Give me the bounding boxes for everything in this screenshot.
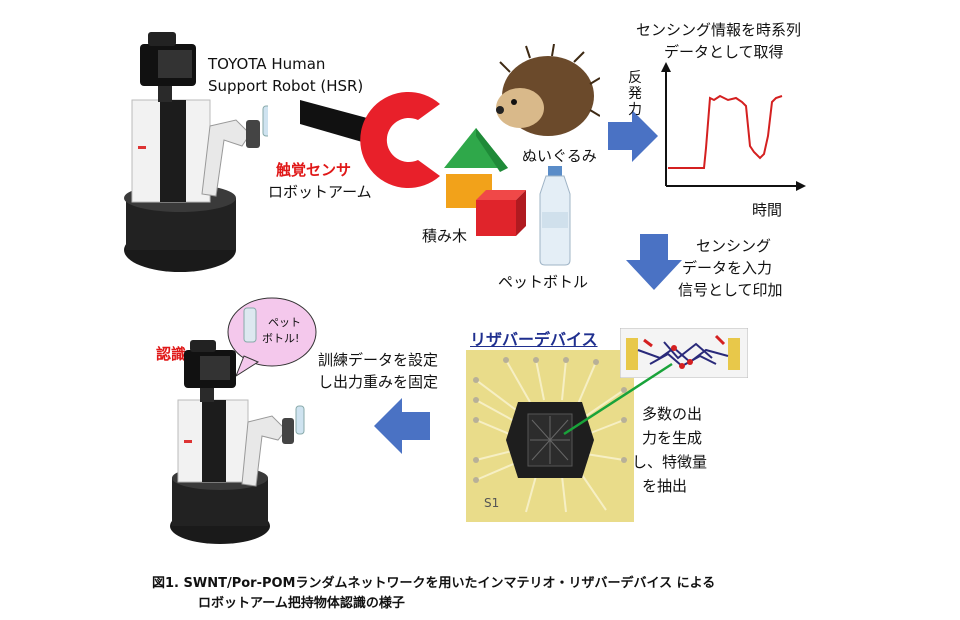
caption-line2: ロボットアーム把持物体認識の様子 <box>198 596 405 611</box>
robot-arm-label: ロボットアーム <box>268 183 372 201</box>
hsr-robot-bottom <box>170 340 305 544</box>
tactile-sensor-gripper <box>300 92 440 188</box>
toy-blocks-icon <box>444 128 526 236</box>
input-step-line3: 信号として印加 <box>678 281 783 299</box>
timeseries-plot <box>661 62 806 191</box>
arrow-left-icon <box>374 398 430 454</box>
bubble-line2: ボトル! <box>262 332 300 345</box>
speech-bubble <box>227 297 317 378</box>
reservoir-chip-board <box>466 350 634 522</box>
recognition-label: 認識 <box>156 345 187 363</box>
training-line2: し出力重みを固定 <box>318 373 439 391</box>
input-step-line1: センシング <box>696 237 772 255</box>
timeseries-xlabel: 時間 <box>752 201 783 219</box>
arrow-down-icon <box>626 234 682 290</box>
connector-line <box>563 362 673 436</box>
bubble-line1: ペット <box>268 316 301 329</box>
timeseries-title-line1: センシング情報を時系列 <box>636 21 802 39</box>
reservoir-desc-line3: し、特徴量 <box>632 453 708 471</box>
network-inset-icon <box>620 328 748 378</box>
hedgehog-label: ぬいぐるみ <box>522 147 597 165</box>
bottle-label: ペットボトル <box>498 273 589 291</box>
input-step-line2: データを入力 <box>682 259 773 277</box>
timeseries-title-line2: データとして取得 <box>664 43 784 61</box>
reservoir-desc-line1: 多数の出 <box>642 405 703 423</box>
training-line1: 訓練データを設定 <box>318 351 439 369</box>
reservoir-title: リザバーデバイス <box>470 330 598 349</box>
arrow-right-icon <box>608 110 658 162</box>
hsr-robot-top <box>124 32 268 272</box>
blocks-label: 積み木 <box>422 227 468 245</box>
hedgehog-plush-icon <box>496 44 600 136</box>
sensor-label: 触覚センサ <box>276 161 352 179</box>
plastic-bottle-icon <box>539 166 571 266</box>
reservoir-desc-line4: を抽出 <box>642 477 688 495</box>
caption-line1: 図1. SWNT/Por-POMランダムネットワークを用いたインマテリオ・リザバ… <box>152 576 716 591</box>
board-mark: S1 <box>484 496 500 510</box>
reservoir-desc-line2: 力を生成 <box>642 429 703 447</box>
robot-name-line2: Support Robot (HSR) <box>208 77 364 95</box>
robot-name-line1: TOYOTA Human <box>208 55 326 73</box>
timeseries-ylabel: 反発力 <box>628 70 642 118</box>
